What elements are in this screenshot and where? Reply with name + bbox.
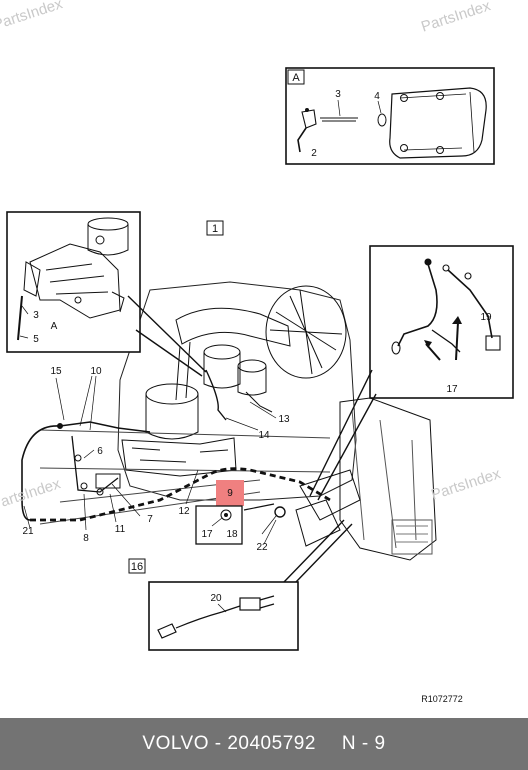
part-17-18-group: 17 18: [195, 505, 243, 545]
callout-11: 11: [115, 524, 126, 535]
callout-21: 21: [22, 526, 34, 537]
callout-18: 18: [226, 529, 238, 540]
inset-engine-box: 3 A 5: [6, 211, 141, 353]
parts-diagram: A 3 4 2 1: [6, 67, 514, 704]
inset-callout-a: A: [51, 321, 58, 332]
callout-9: 9: [227, 488, 233, 499]
inset-sensor-box: 19 17: [369, 245, 514, 399]
callout-leaders: [23, 375, 277, 545]
part-9-highlight: [216, 480, 244, 506]
callout-7: 7: [147, 514, 153, 525]
footer-brand: VOLVO: [142, 733, 209, 754]
footer-separator: -: [208, 733, 228, 754]
footer-bar: VOLVO - 20405792 N - 9: [0, 718, 528, 770]
callout-2-top: 2: [311, 148, 317, 159]
callout-22: 22: [256, 542, 268, 553]
inset-callout-3: 3: [33, 310, 39, 321]
callout-4-top: 4: [374, 91, 380, 102]
reference-code: R1072772: [421, 694, 463, 704]
callout-12: 12: [178, 506, 190, 517]
inset-leader: [127, 295, 207, 377]
callout-6: 6: [97, 446, 103, 457]
callout-15: 15: [50, 366, 62, 377]
callout-20: 20: [210, 593, 222, 604]
inset-20-leader: [283, 519, 353, 583]
footer-section: N - 9: [341, 733, 386, 754]
inset-a-box: A 3 4 2: [285, 67, 495, 165]
callout-16-box: [128, 558, 146, 574]
footer-part-number: 20405792: [227, 733, 316, 754]
inset-sensor-leader: [309, 369, 377, 501]
harness-route-dashed: [30, 467, 331, 522]
callout-8: 8: [83, 533, 89, 544]
callout-16: 16: [131, 561, 143, 573]
callout-17: 17: [201, 529, 213, 540]
callout-3-top: 3: [335, 89, 341, 100]
callout-1: 1: [212, 223, 218, 235]
inset-sensor-20-box: 20: [148, 581, 299, 651]
callout-10: 10: [90, 366, 102, 377]
callout-5: 5: [33, 334, 39, 345]
inset-a-letter: A: [292, 72, 300, 84]
harness-left: [21, 421, 151, 521]
callout-17-inset: 17: [446, 384, 458, 395]
callout-19: 19: [480, 312, 492, 323]
callout-14: 14: [258, 430, 270, 441]
callout-13: 13: [278, 414, 290, 425]
callout-1-box: [206, 220, 224, 236]
